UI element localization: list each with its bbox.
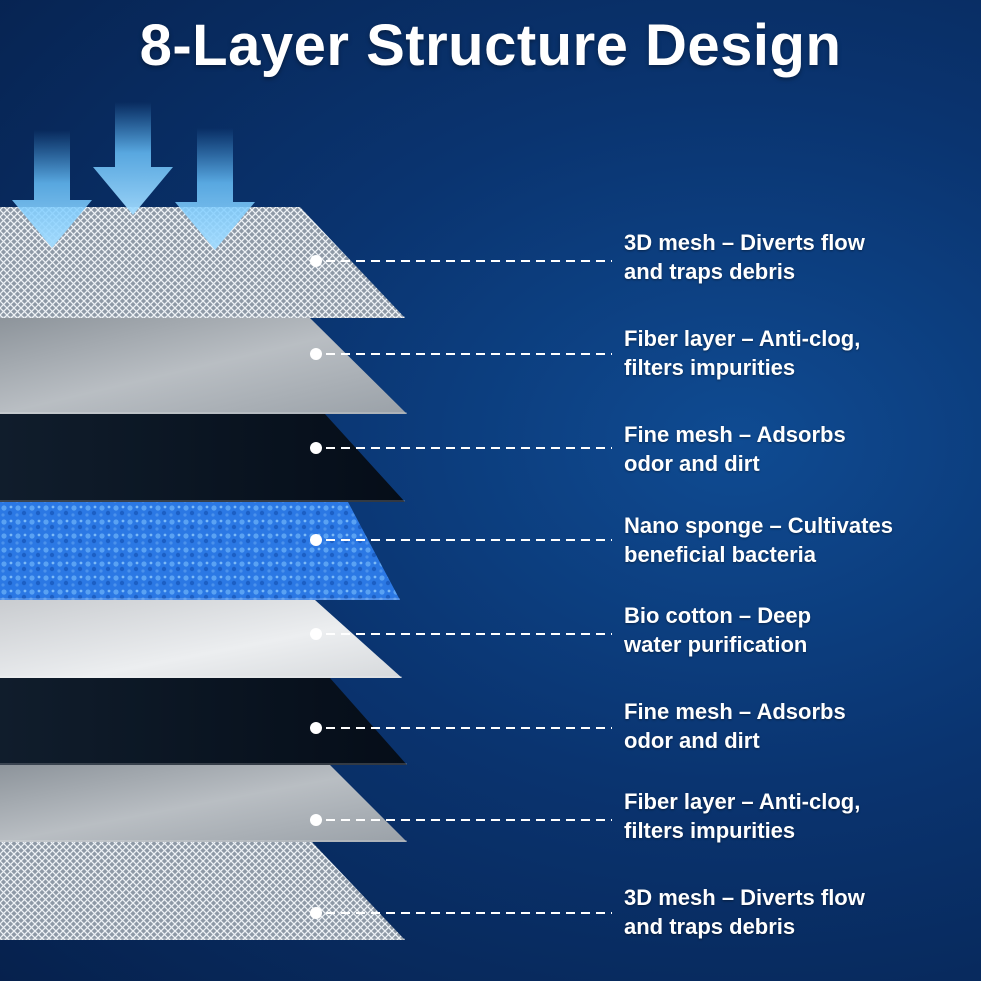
callout-line-1: Fine mesh – Adsorbs (624, 422, 846, 447)
callout-dot (310, 442, 322, 454)
layer-fine-mesh-bottom (0, 678, 407, 765)
callout-fiber-bottom: Fiber layer – Anti-clog, filters impuriti… (624, 787, 974, 845)
callout-line-1: Fine mesh – Adsorbs (624, 699, 846, 724)
layer-nano-sponge (0, 502, 400, 600)
layer-fiber-top (0, 318, 407, 414)
callout-fine-mesh-top: Fine mesh – Adsorbs odor and dirt (624, 420, 974, 478)
callout-fiber-top: Fiber layer – Anti-clog, filters impuriti… (624, 324, 974, 382)
callout-dot (310, 255, 322, 267)
callout-line-2: filters impurities (624, 818, 796, 843)
layer-mesh-top (0, 207, 405, 318)
callout-mesh-top: 3D mesh – Diverts flow and traps debris (624, 228, 974, 286)
callout-line-1: 3D mesh – Diverts flow (624, 885, 865, 910)
callout-dot (310, 722, 322, 734)
callout-line-2: odor and dirt (624, 451, 760, 476)
callout-dot (310, 907, 322, 919)
layer-fiber-bottom (0, 765, 407, 842)
callout-nano-sponge: Nano sponge – Cultivates beneficial bacte… (624, 511, 974, 569)
down-arrow-icon (12, 130, 92, 248)
callout-line-1: Bio cotton – Deep (624, 603, 812, 628)
callout-dot (310, 628, 322, 640)
callout-line-2: and traps debris (624, 259, 796, 284)
callout-line-2: filters impurities (624, 355, 796, 380)
callout-line-2: and traps debris (624, 914, 796, 939)
callout-line-1: Nano sponge – Cultivates (624, 513, 893, 538)
down-arrow-icon (93, 102, 173, 215)
callout-line-2: water purification (624, 632, 808, 657)
layer-fine-mesh-top (0, 414, 405, 502)
callout-line-2: beneficial bacteria (624, 542, 816, 567)
layer-bio-cotton (0, 600, 402, 678)
callout-line-2: odor and dirt (624, 728, 760, 753)
callout-bio-cotton: Bio cotton – Deep water purification (624, 601, 974, 659)
callout-line-1: Fiber layer – Anti-clog, (624, 326, 861, 351)
callout-dot (310, 534, 322, 546)
down-arrow-icon (175, 128, 255, 250)
callout-mesh-bottom: 3D mesh – Diverts flow and traps debris (624, 883, 974, 941)
callout-dot (310, 348, 322, 360)
callout-line-1: Fiber layer – Anti-clog, (624, 789, 861, 814)
callout-dot (310, 814, 322, 826)
callout-line-1: 3D mesh – Diverts flow (624, 230, 865, 255)
page-title: 8-Layer Structure Design (139, 13, 842, 78)
callout-fine-mesh-bottom: Fine mesh – Adsorbs odor and dirt (624, 697, 974, 755)
layer-mesh-bottom (0, 842, 405, 940)
